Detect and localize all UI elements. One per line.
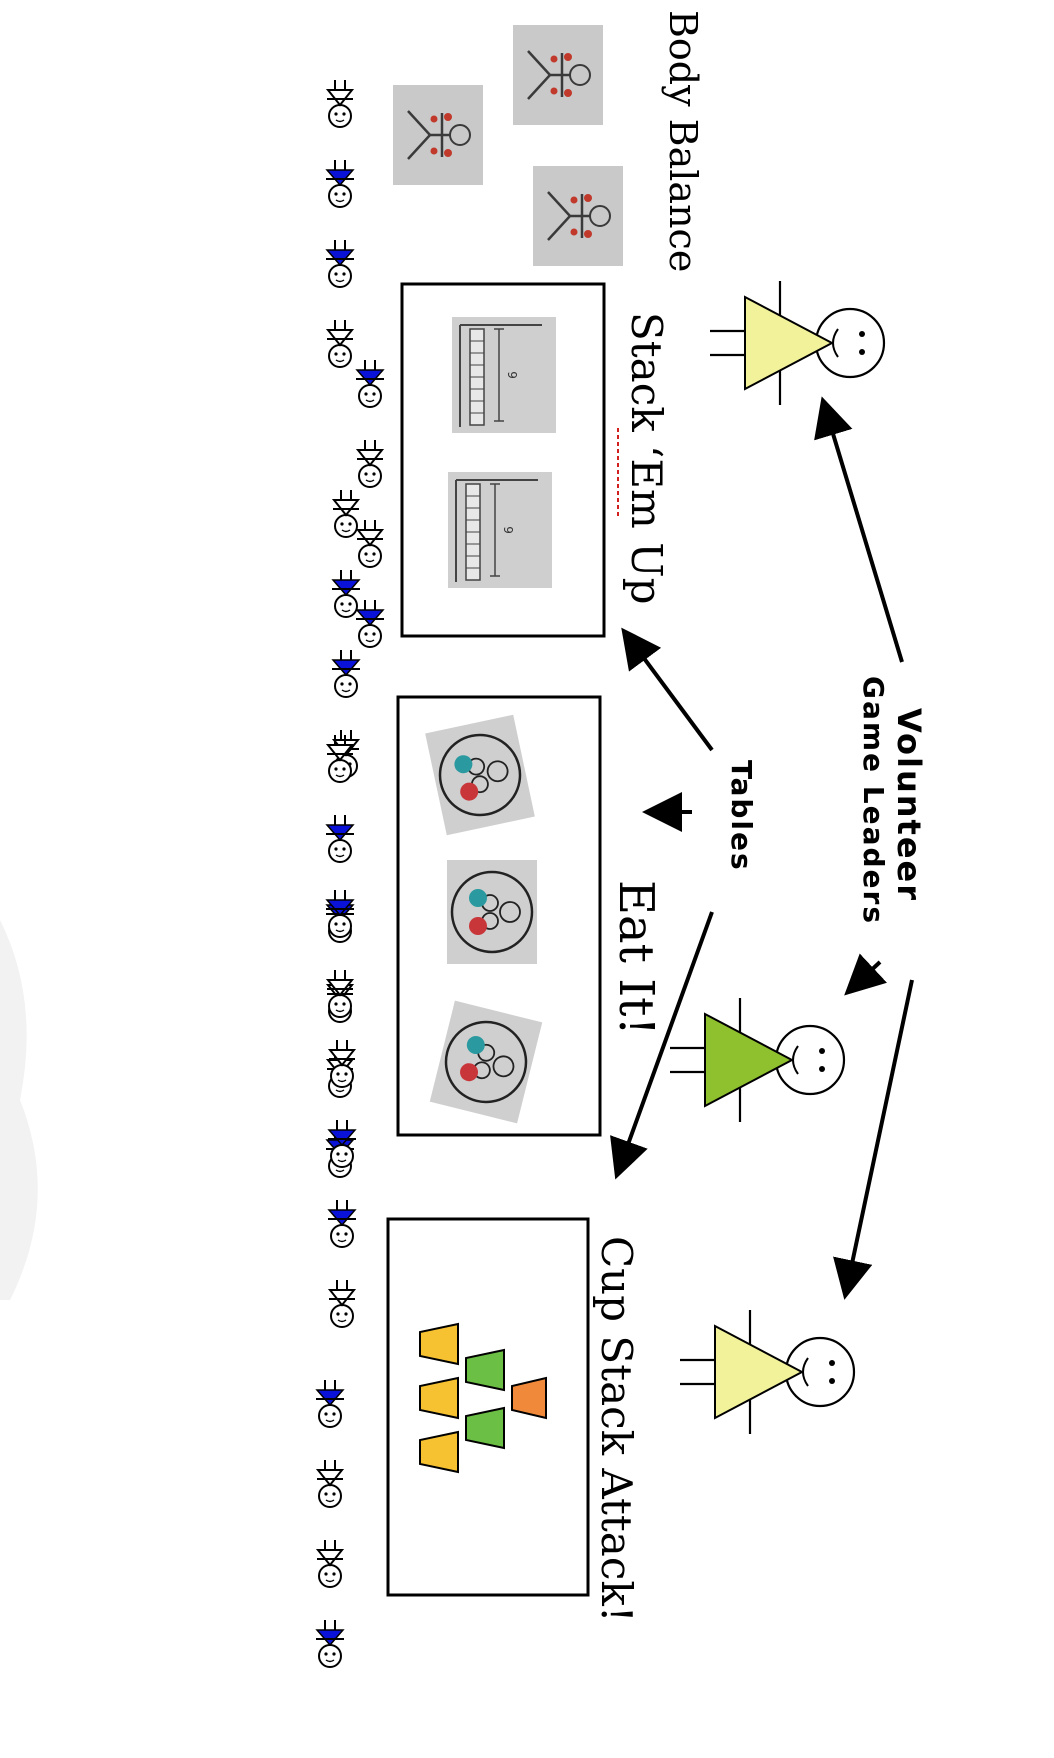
header-volunteer: Volunteer bbox=[890, 708, 928, 902]
station-box-eat bbox=[396, 695, 602, 1137]
watermark-shape bbox=[0, 920, 38, 1300]
cup-pyramid bbox=[419, 1322, 547, 1474]
stack-card-2 bbox=[447, 471, 553, 589]
leader-figure-1 bbox=[708, 279, 886, 407]
arrow-leaders-to-leader-2 bbox=[844, 953, 888, 996]
team-row-1 bbox=[326, 80, 354, 367]
team-row-2 bbox=[356, 360, 384, 647]
team-row-7 bbox=[316, 1380, 344, 1667]
header-game-leaders: Game Leaders bbox=[857, 676, 890, 925]
station-label-eat-it: Eat It! bbox=[608, 880, 664, 1036]
arrow-tables-to-cup bbox=[610, 911, 714, 1180]
body-balance-card-1 bbox=[511, 23, 605, 127]
body-balance-card-2 bbox=[391, 83, 485, 187]
leader-figure-3 bbox=[678, 1308, 856, 1436]
tables-label: Tables bbox=[725, 760, 758, 872]
eat-card-3 bbox=[428, 999, 544, 1125]
station-box-stack bbox=[400, 282, 606, 638]
stack-card-1 bbox=[451, 316, 557, 434]
body-balance-card-3 bbox=[531, 164, 625, 268]
eat-card-1 bbox=[423, 713, 537, 837]
arrow-leaders-to-leader-3 bbox=[833, 979, 914, 1300]
arrow-leaders-to-leader-1 bbox=[814, 396, 904, 663]
eat-card-2 bbox=[445, 858, 539, 966]
team-row-3 bbox=[332, 490, 360, 777]
arrow-tables-to-stack bbox=[621, 627, 714, 752]
station-label-stack-em-up: Stack ‘Em Up bbox=[622, 312, 671, 604]
station-box-cup bbox=[386, 1217, 590, 1597]
team-row-4 bbox=[326, 735, 354, 1022]
station-label-body-balance: Body Balance bbox=[661, 10, 705, 272]
station-label-cup-stack-attack: Cup Stack Attack! bbox=[592, 1236, 641, 1623]
leader-figure-2 bbox=[668, 996, 846, 1124]
